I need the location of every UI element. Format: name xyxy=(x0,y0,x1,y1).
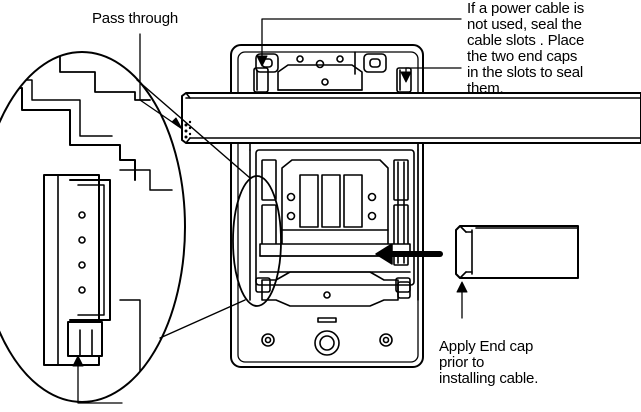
pass-through-label: Pass through xyxy=(92,10,178,27)
pass-through-holes xyxy=(184,120,192,139)
bottom-screw-holes xyxy=(261,317,393,356)
magnifier-ellipse xyxy=(0,51,186,403)
upper-bracket xyxy=(277,64,363,91)
cable-channel xyxy=(181,92,641,151)
wall-box xyxy=(230,44,424,368)
detail-callout-ellipse xyxy=(232,175,282,307)
end-cap xyxy=(455,225,579,279)
leader-seal-slots xyxy=(256,18,462,83)
insert-arrow xyxy=(375,243,443,265)
middle-frame xyxy=(249,149,419,301)
leader-bottom-detail xyxy=(72,355,123,404)
top-mounting-slots xyxy=(255,51,387,75)
seal-slots-label: If a power cable is not used, seal the c… xyxy=(467,0,585,97)
apply-end-cap-label: Apply End cap prior to installing cable. xyxy=(439,338,539,387)
leader-end-cap xyxy=(456,281,468,319)
leader-pass-through xyxy=(139,33,183,130)
lower-bracket xyxy=(255,271,411,307)
